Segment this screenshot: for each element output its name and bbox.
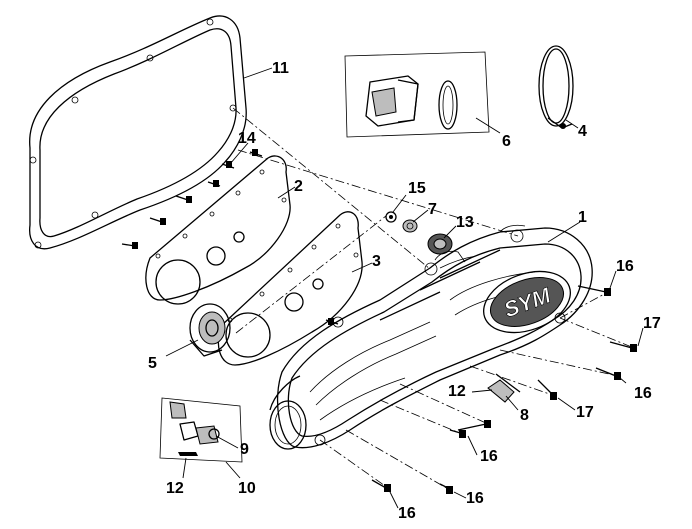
crankcase-cover-part-1: SYM <box>269 224 593 450</box>
screws-part-14 <box>121 149 339 325</box>
callout-11: 11 <box>272 60 289 77</box>
callout-17b: 17 <box>576 404 594 421</box>
washer-part-15 <box>385 211 397 223</box>
callout-9: 9 <box>240 441 249 458</box>
assembly-center-lines <box>232 107 635 491</box>
callout-7: 7 <box>428 201 437 218</box>
callout-16c: 16 <box>480 448 498 465</box>
callout-5: 5 <box>148 355 157 372</box>
gasket-part-11 <box>29 15 247 250</box>
bracket-part-8 <box>487 373 521 403</box>
callout-17a: 17 <box>643 315 661 332</box>
bushing-part-7 <box>402 219 418 233</box>
callout-15: 15 <box>408 180 426 197</box>
callout-12b: 12 <box>166 480 184 497</box>
callout-4: 4 <box>578 123 587 140</box>
callout-10: 10 <box>238 480 256 497</box>
filter-kit-part-6 <box>344 51 490 138</box>
callout-8: 8 <box>520 407 529 424</box>
callout-14: 14 <box>238 130 256 147</box>
bearing-cover-part-5 <box>189 303 231 357</box>
clamp-part-4 <box>538 45 574 129</box>
callout-3: 3 <box>372 253 381 270</box>
callout-16a: 16 <box>616 258 634 275</box>
callout-1: 1 <box>578 209 587 226</box>
callout-6: 6 <box>502 133 511 150</box>
kit-part-10 <box>159 397 243 463</box>
callout-2: 2 <box>294 178 303 195</box>
callout-16b: 16 <box>634 385 652 402</box>
callout-16d: 16 <box>466 490 484 507</box>
inner-gasket-part-2 <box>145 155 291 305</box>
oil-seal-part-13 <box>427 233 453 255</box>
callout-12a: 12 <box>448 383 466 400</box>
callout-16e: 16 <box>398 505 416 522</box>
leader-lines <box>165 67 644 509</box>
callout-labels: 1 2 3 4 5 6 7 8 9 10 11 12 12 13 14 15 1… <box>148 60 661 522</box>
inner-gasket-part-3 <box>217 211 363 366</box>
callout-13: 13 <box>456 214 474 231</box>
